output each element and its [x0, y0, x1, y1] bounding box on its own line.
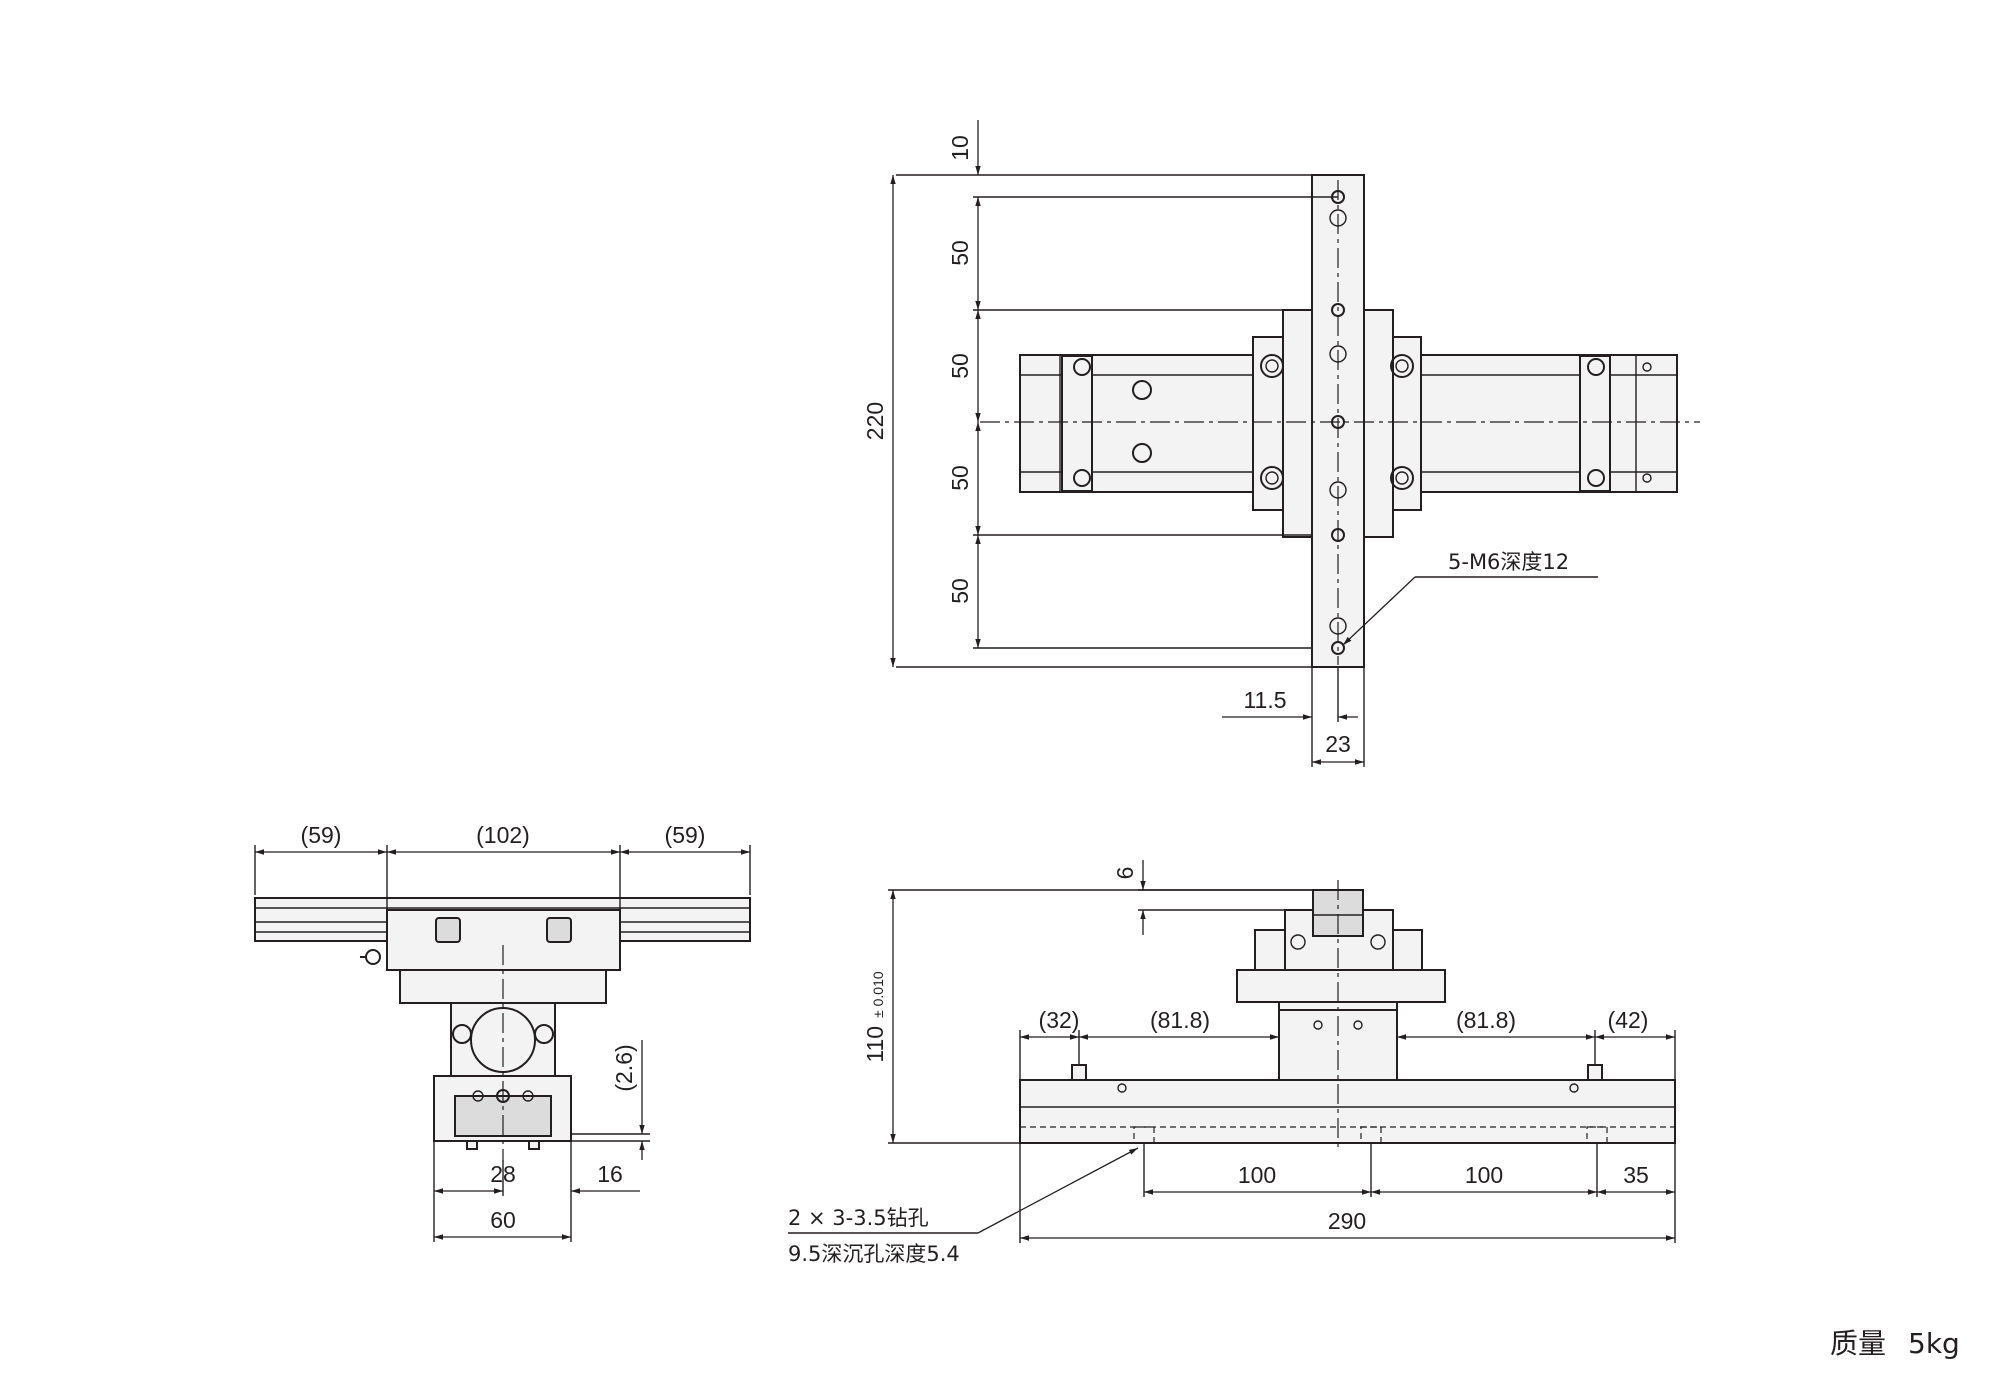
dim-102: (102) [476, 822, 530, 848]
dim-59-right: (59) [665, 822, 706, 848]
bolt-icon [1073, 354, 1652, 490]
dim-16: 16 [597, 1161, 623, 1187]
tapped-hole-icon [1329, 190, 1347, 655]
dim-10: 10 [947, 135, 973, 161]
dim-81-8-left: (81.8) [1150, 1007, 1210, 1033]
dim-100-b: 100 [1465, 1162, 1503, 1188]
dim-290: 290 [1328, 1208, 1366, 1234]
side-view: (59) (102) (59) (2.6) 28 16 60 [254, 822, 751, 1242]
dim-50-2: 50 [947, 353, 973, 379]
dim-50-3: 50 [947, 465, 973, 491]
note-drill-line1: 2 × 3-3.5钻孔 [788, 1206, 929, 1230]
top-view: 10 50 50 50 50 220 11.5 23 5-M6深度12 [862, 120, 1700, 767]
dim-2-6: (2.6) [611, 1044, 637, 1091]
dim-50-4: 50 [947, 578, 973, 604]
dim-35: 35 [1623, 1162, 1649, 1188]
dim-28: 28 [490, 1161, 516, 1187]
dim-60: 60 [490, 1207, 516, 1233]
dim-110: 110 ± 0.010 [862, 971, 888, 1062]
dim-100-a: 100 [1238, 1162, 1276, 1188]
dim-81-8-right: (81.8) [1456, 1007, 1516, 1033]
mass-value: 5kg [1908, 1327, 1960, 1360]
dim-23: 23 [1325, 731, 1351, 757]
dim-50-1: 50 [947, 240, 973, 266]
note-drill-line2: 9.5深沉孔深度5.4 [788, 1242, 960, 1266]
dim-42: (42) [1608, 1007, 1649, 1033]
dim-220: 220 [862, 402, 888, 440]
mass-label: 质量 [1830, 1327, 1886, 1360]
dim-11-5: 11.5 [1243, 687, 1286, 713]
callout-tapped-holes: 5-M6深度12 [1448, 550, 1569, 574]
dim-32: (32) [1039, 1007, 1080, 1033]
front-view: 6 110 ± 0.010 (32) (81.8) (81.8) (42) [788, 860, 1676, 1266]
dim-59-left: (59) [301, 822, 342, 848]
dim-6: 6 [1112, 867, 1138, 880]
